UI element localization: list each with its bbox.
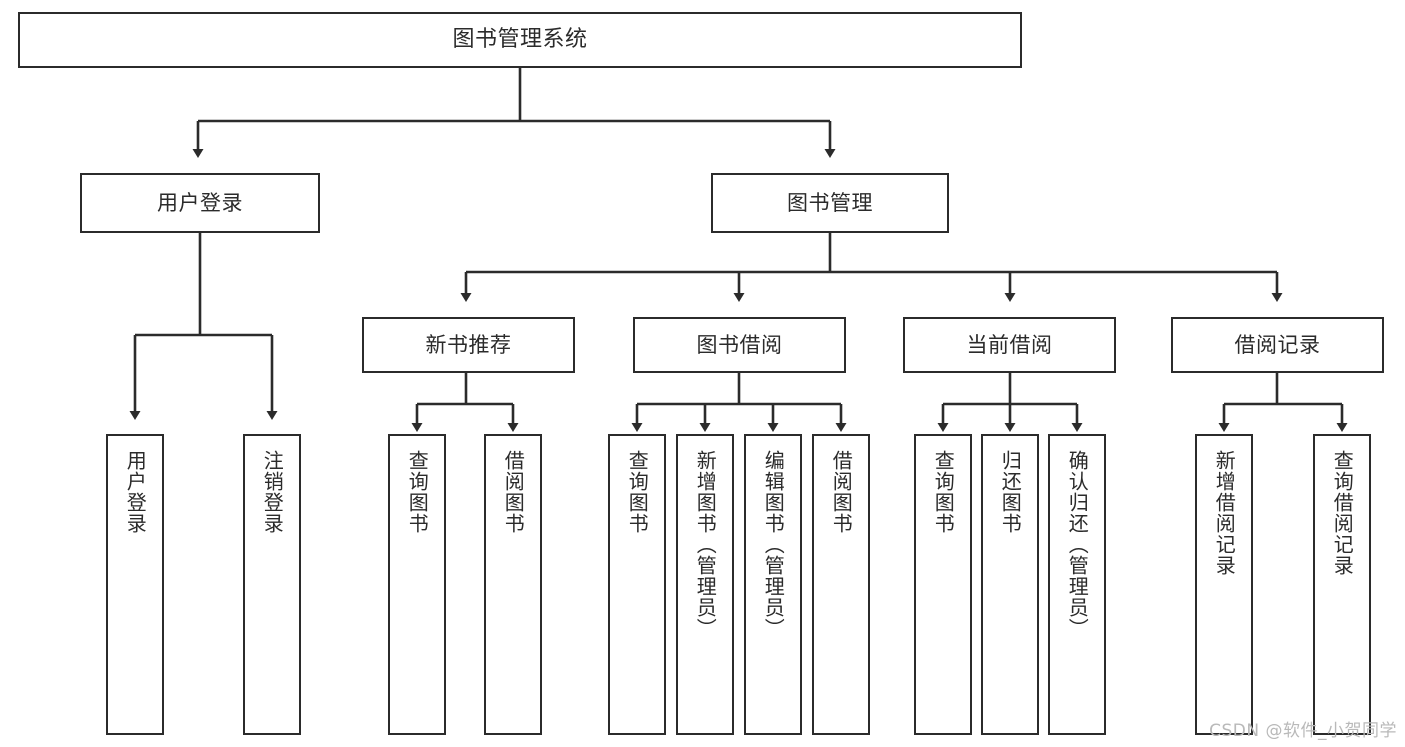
- leaf-records-add-label: 新增借阅记录: [1212, 450, 1237, 576]
- leaf-new-books-borrow-label: 借阅图书: [501, 450, 526, 534]
- leaf-current-confirm-return-label: 确认归还（管理员）: [1065, 450, 1090, 639]
- leaf-current-query-label: 查询图书: [931, 450, 956, 534]
- node-book-management-label: 图书管理: [787, 190, 873, 215]
- leaf-current-return-label: 归还图书: [998, 450, 1023, 534]
- leaf-new-books-query[interactable]: 查询图书: [388, 434, 446, 735]
- leaf-user-login-signin-label: 用户登录: [123, 450, 148, 534]
- node-book-borrow-label: 图书借阅: [696, 332, 783, 357]
- leaf-new-books-borrow[interactable]: 借阅图书: [484, 434, 542, 735]
- node-borrow-records-label: 借阅记录: [1234, 332, 1321, 357]
- node-new-book-recommend[interactable]: 新书推荐: [362, 317, 575, 373]
- node-user-login-label: 用户登录: [157, 190, 243, 215]
- leaf-borrow-borrow-book[interactable]: 借阅图书: [812, 434, 870, 735]
- leaf-borrow-query[interactable]: 查询图书: [608, 434, 666, 735]
- node-book-borrow[interactable]: 图书借阅: [633, 317, 846, 373]
- leaf-borrow-add-book-label: 新增图书（管理员）: [693, 450, 718, 639]
- leaf-records-add[interactable]: 新增借阅记录: [1195, 434, 1253, 735]
- node-book-management[interactable]: 图书管理: [711, 173, 949, 233]
- node-borrow-records[interactable]: 借阅记录: [1171, 317, 1384, 373]
- node-root[interactable]: 图书管理系统: [18, 12, 1022, 68]
- node-user-login[interactable]: 用户登录: [80, 173, 320, 233]
- leaf-borrow-edit-book[interactable]: 编辑图书（管理员）: [744, 434, 802, 735]
- leaf-user-login-signin[interactable]: 用户登录: [106, 434, 164, 735]
- leaf-borrow-borrow-book-label: 借阅图书: [829, 450, 854, 534]
- node-current-borrow-label: 当前借阅: [966, 332, 1053, 357]
- leaf-user-login-signout[interactable]: 注销登录: [243, 434, 301, 735]
- leaf-new-books-query-label: 查询图书: [405, 450, 430, 534]
- node-current-borrow[interactable]: 当前借阅: [903, 317, 1116, 373]
- leaf-current-confirm-return[interactable]: 确认归还（管理员）: [1048, 434, 1106, 735]
- node-new-book-recommend-label: 新书推荐: [425, 332, 512, 357]
- leaf-current-query[interactable]: 查询图书: [914, 434, 972, 735]
- leaf-borrow-add-book[interactable]: 新增图书（管理员）: [676, 434, 734, 735]
- leaf-borrow-query-label: 查询图书: [625, 450, 650, 534]
- node-root-label: 图书管理系统: [452, 27, 588, 53]
- leaf-user-login-signout-label: 注销登录: [260, 450, 285, 534]
- leaf-records-query-label: 查询借阅记录: [1330, 450, 1355, 576]
- leaf-records-query[interactable]: 查询借阅记录: [1313, 434, 1371, 735]
- leaf-borrow-edit-book-label: 编辑图书（管理员）: [761, 450, 786, 639]
- csdn-watermark: CSDN @软件_小贺同学: [1209, 721, 1397, 741]
- leaf-current-return[interactable]: 归还图书: [981, 434, 1039, 735]
